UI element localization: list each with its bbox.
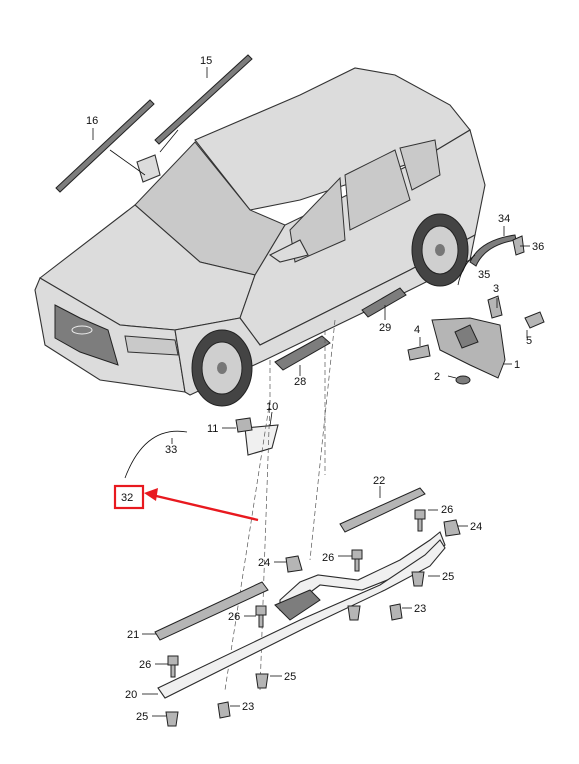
part-29-sill-trim (361, 287, 407, 318)
label-1: 1 (514, 359, 520, 371)
grille (54, 304, 119, 366)
label-25-c: 25 (136, 711, 148, 723)
part-21-sill-panel (154, 581, 269, 641)
part-32-33-arch-trim (124, 430, 188, 479)
label-11: 11 (207, 423, 218, 435)
label-24-b: 24 (258, 557, 270, 569)
label-15: 15 (200, 55, 212, 67)
part-23-clip-a (217, 701, 231, 719)
label-16: 16 (86, 115, 98, 127)
label-5: 5 (526, 335, 532, 347)
part-23-clip-b (389, 603, 403, 621)
label-26-c: 26 (228, 611, 240, 623)
part-28-sill-trim (274, 335, 331, 371)
part-20-sill-strip (157, 539, 446, 699)
part-3-clip (487, 295, 503, 319)
headlight (124, 335, 179, 356)
highlight-box-32 (113, 484, 145, 510)
label-25-b: 25 (284, 671, 296, 683)
label-22: 22 (373, 475, 385, 487)
label-32: 32 (121, 492, 133, 504)
part-2-nut (455, 375, 471, 385)
label-23-a: 23 (414, 603, 426, 615)
label-29: 29 (379, 322, 391, 334)
label-35: 35 (478, 269, 490, 281)
part-5-screw (524, 311, 545, 329)
label-4: 4 (414, 324, 420, 336)
part-10-cover (244, 424, 279, 456)
rear-wheel (411, 213, 469, 287)
label-28: 28 (294, 376, 306, 388)
label-34: 34 (498, 213, 510, 225)
label-36: 36 (532, 241, 544, 253)
part-26-screws (167, 509, 426, 678)
part-15-roof-trim (154, 54, 253, 145)
part-1-mud-flap (431, 317, 506, 379)
label-21: 21 (127, 629, 139, 641)
label-26-a: 26 (441, 504, 453, 516)
highlight-arrow-shaft (151, 493, 259, 522)
part-36-clip (512, 235, 525, 256)
part-35-arch-trim (457, 254, 476, 286)
car-illustration (34, 67, 486, 407)
front-wheel (191, 329, 253, 407)
part-24-clip-a (285, 555, 303, 573)
part-11-clip (235, 417, 253, 433)
part-25-nuts (165, 571, 425, 727)
highlight-arrowhead (144, 488, 158, 501)
label-10: 10 (266, 401, 278, 413)
label-25-a: 25 (442, 571, 454, 583)
label-24-a: 24 (470, 521, 482, 533)
side-mirror (268, 239, 309, 263)
part-22-sill-panel (339, 487, 426, 533)
part-24-clip-b (443, 519, 461, 537)
label-20: 20 (125, 689, 137, 701)
part-4-screw (407, 344, 431, 361)
part-16-roof-trim (55, 99, 155, 193)
label-2: 2 (434, 371, 440, 383)
label-3: 3 (493, 283, 499, 295)
label-26-d: 26 (139, 659, 151, 671)
callout-labels: 15 16 34 36 35 3 4 5 1 2 29 28 10 11 33 … (86, 55, 544, 723)
label-33: 33 (165, 444, 177, 456)
label-26-b: 26 (322, 552, 334, 564)
part-34-arch-trim (469, 234, 517, 267)
label-23-b: 23 (242, 701, 254, 713)
